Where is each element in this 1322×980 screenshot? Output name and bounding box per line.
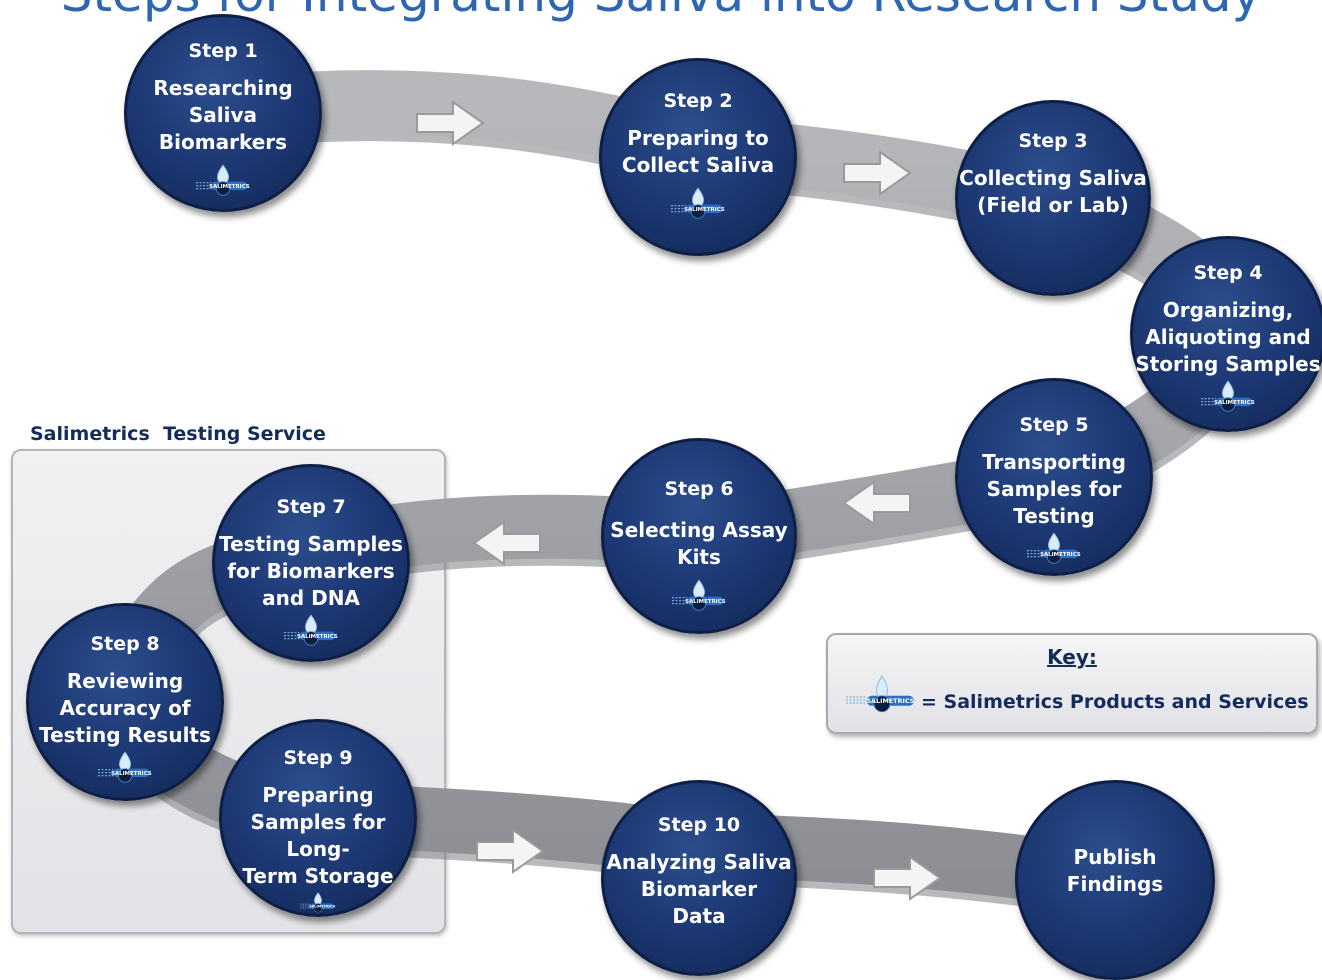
step-title: Transporting Samples for Testing <box>982 450 1126 528</box>
step-title: Researching Saliva Biomarkers <box>153 76 293 154</box>
step-number: Step 6 <box>664 478 734 500</box>
salimetrics-logo-icon: SALIMETRICS <box>196 164 250 196</box>
step-9-circle: Step 9 Preparing Samples for Long- Term … <box>219 719 417 917</box>
logo-wordmark: SALIMETRICS <box>309 904 336 908</box>
logo-wordmark: SALIMETRICS <box>111 771 152 777</box>
step-6-circle: Step 6 Selecting Assay Kits SALIMETRICS <box>601 438 797 634</box>
step-number: Step 3 <box>1018 130 1088 152</box>
salimetrics-logo-icon: SALIMETRICS <box>300 892 336 913</box>
publish-findings-circle: Publish Findings <box>1015 780 1215 980</box>
step-title: Testing Samples for Biomarkers and DNA <box>219 532 403 610</box>
step-number: Step 1 <box>188 40 258 62</box>
step-5-circle: Step 5 Transporting Samples for Testing … <box>955 378 1153 576</box>
step-number: Step 9 <box>283 747 353 769</box>
step-8-circle: Step 8 Reviewing Accuracy of Testing Res… <box>26 603 224 801</box>
step-number: Step 5 <box>1019 414 1089 436</box>
arrow-right-icon <box>476 828 545 874</box>
step-3-circle: Step 3 Collecting Saliva (Field or Lab) <box>955 100 1151 296</box>
step-title: Reviewing Accuracy of Testing Results <box>39 669 211 747</box>
step-number: Step 2 <box>663 90 733 112</box>
testing-service-label: Salimetrics Testing Service <box>30 423 326 445</box>
salimetrics-logo-icon: SALIMETRICS <box>1201 380 1255 412</box>
step-title: Publish Findings <box>1066 845 1164 896</box>
step-number: Step 7 <box>276 496 346 518</box>
logo-wordmark: SALIMETRICS <box>297 634 338 640</box>
step-1-circle: Step 1 Researching Saliva Biomarkers SAL… <box>124 14 322 212</box>
logo-wordmark: SALIMETRICS <box>684 207 725 213</box>
salimetrics-logo-icon: SALIMETRICS <box>1027 532 1081 564</box>
key-legend: Key: SALIMETRICS = Salimetrics Products … <box>826 633 1318 734</box>
step-title: Preparing to Collect Saliva <box>621 126 775 177</box>
logo-wordmark: SALIMETRICS <box>209 184 250 190</box>
key-title: Key: <box>1047 645 1097 669</box>
salimetrics-logo-icon: SALIMETRICS <box>672 579 726 611</box>
salimetrics-logo-icon: SALIMETRICS <box>846 675 915 713</box>
step-2-circle: Step 2 Preparing to Collect Saliva SALIM… <box>599 58 797 256</box>
step-7-circle: Step 7 Testing Samples for Biomarkers an… <box>212 464 410 662</box>
arrow-right-icon <box>873 855 942 901</box>
step-number: Step 4 <box>1193 262 1263 284</box>
step-title: Organizing, Aliquoting and Storing Sampl… <box>1135 298 1321 376</box>
arrow-right-icon <box>416 100 485 146</box>
step-title: Collecting Saliva (Field or Lab) <box>959 166 1147 217</box>
salimetrics-logo-icon: SALIMETRICS <box>671 187 725 219</box>
logo-wordmark: SALIMETRICS <box>1040 552 1081 558</box>
step-10-circle: Step 10 Analyzing Saliva Biomarker Data <box>601 780 797 976</box>
logo-wordmark: SALIMETRICS <box>685 599 726 605</box>
step-title: Selecting Assay Kits <box>610 518 788 569</box>
step-title: Preparing Samples for Long- Term Storage <box>242 783 394 888</box>
logo-wordmark: SALIMETRICS <box>1214 400 1255 406</box>
arrow-left-icon <box>472 520 541 566</box>
step-4-circle: Step 4 Organizing, Aliquoting and Storin… <box>1130 236 1322 432</box>
arrow-right-icon <box>843 150 912 196</box>
key-text: = Salimetrics Products and Services <box>921 691 1309 713</box>
step-title: Analyzing Saliva Biomarker Data <box>606 850 792 928</box>
arrow-left-icon <box>842 480 911 526</box>
salimetrics-logo-icon: SALIMETRICS <box>284 614 338 646</box>
logo-wordmark: SALIMETRICS <box>866 697 914 705</box>
step-number: Step 10 <box>657 814 741 836</box>
step-number: Step 8 <box>90 633 160 655</box>
page-title: Steps for Integrating Saliva into Resear… <box>0 0 1322 24</box>
salimetrics-logo-icon: SALIMETRICS <box>98 751 152 783</box>
